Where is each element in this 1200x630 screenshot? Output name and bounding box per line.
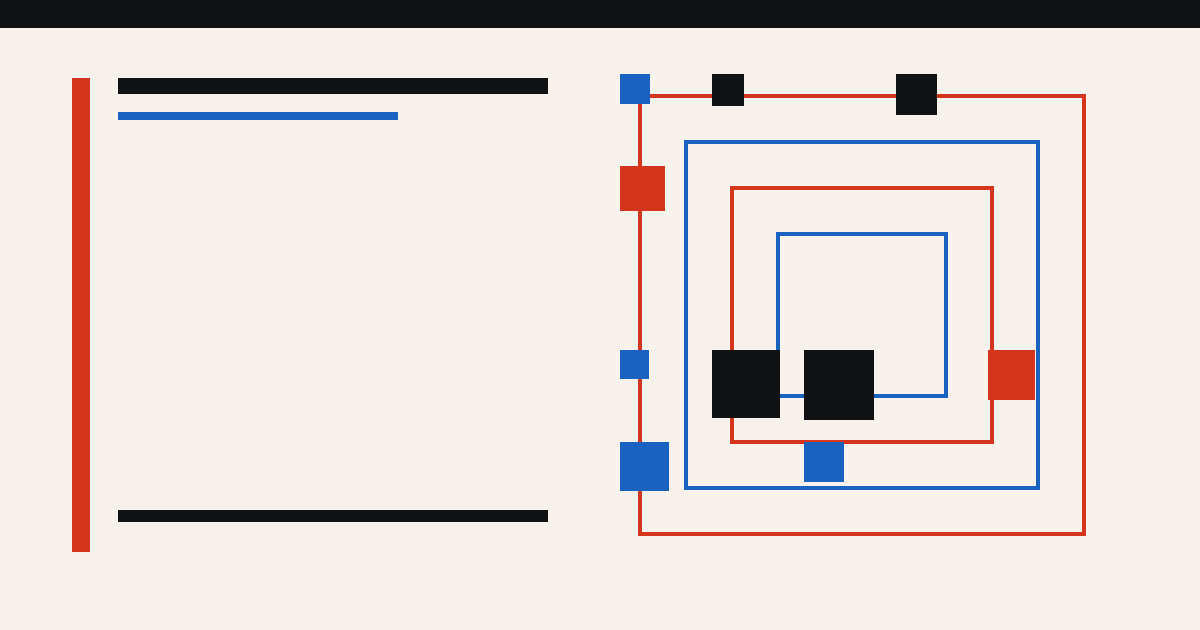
block-middle-left bbox=[620, 350, 649, 379]
third-frame bbox=[730, 186, 994, 444]
block-bottom-left bbox=[620, 442, 669, 491]
block-top-right bbox=[896, 74, 937, 115]
block-upper-left bbox=[620, 166, 665, 211]
outer-frame bbox=[638, 94, 1086, 536]
subtitle-placeholder-bar bbox=[118, 112, 398, 120]
block-middle-b bbox=[804, 350, 874, 420]
block-middle-right bbox=[988, 350, 1035, 400]
left-accent-bar bbox=[72, 78, 90, 552]
block-bottom-middle bbox=[804, 442, 844, 482]
block-middle-a bbox=[712, 350, 780, 418]
block-top-middle bbox=[712, 74, 744, 106]
second-frame bbox=[684, 140, 1040, 490]
block-top-left bbox=[620, 74, 650, 104]
top-bar bbox=[0, 0, 1200, 28]
footer-placeholder-bar bbox=[118, 510, 548, 522]
title-placeholder-bar bbox=[118, 78, 548, 94]
